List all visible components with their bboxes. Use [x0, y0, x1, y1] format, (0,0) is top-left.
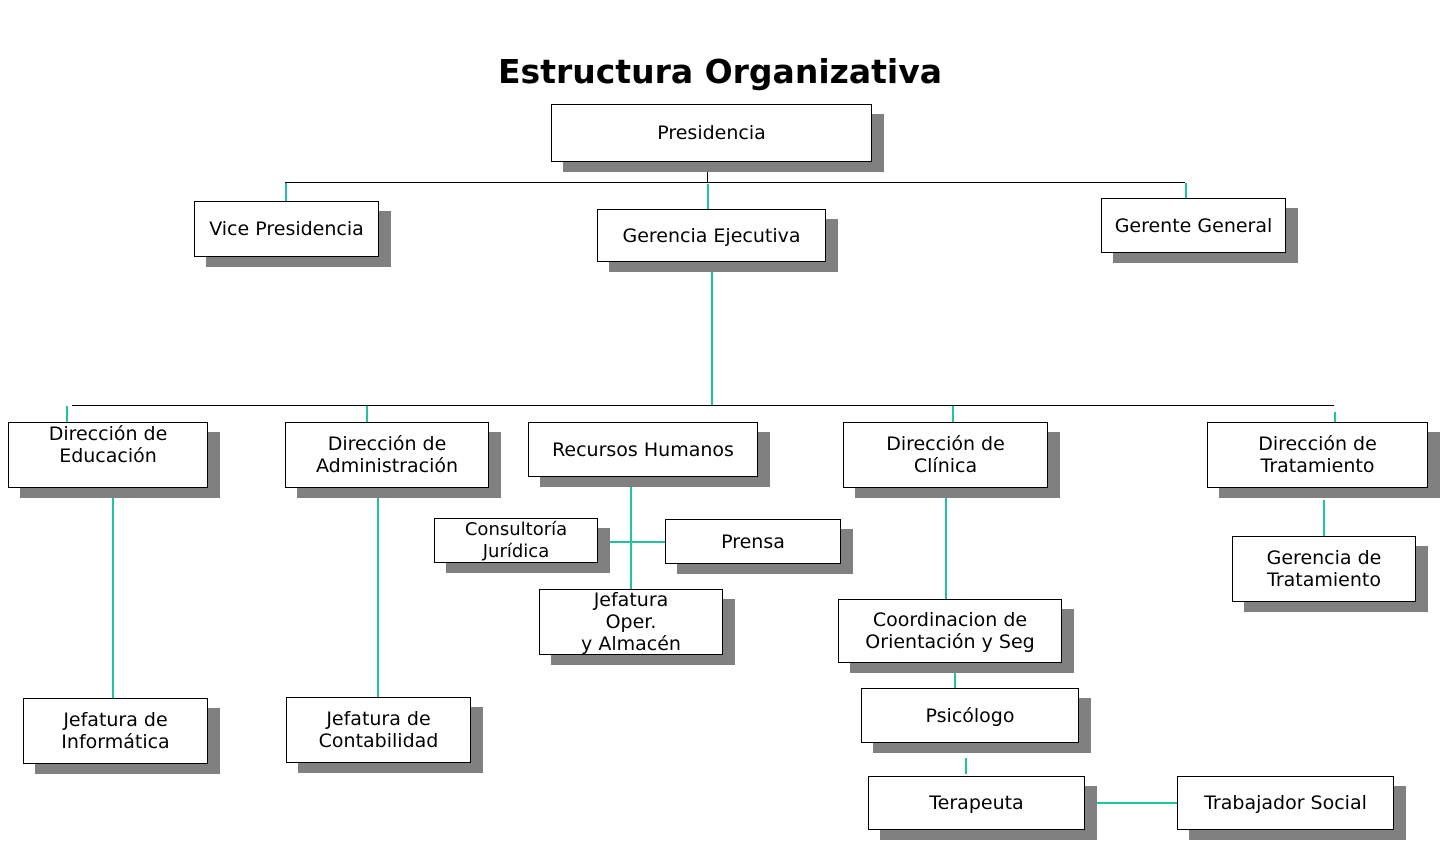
node-label: Presidencia: [657, 122, 766, 144]
connector-line: [285, 183, 287, 201]
node-label: Terapeuta: [929, 792, 1024, 814]
connector-line: [72, 405, 1334, 406]
connector-line: [1185, 183, 1187, 198]
node-label: Dirección de Tratamiento: [1258, 433, 1377, 477]
node-label: Gerencia de Tratamiento: [1266, 547, 1382, 591]
node-label: Gerencia Ejecutiva: [622, 224, 801, 247]
connector-line: [630, 477, 632, 589]
node-label: Dirección de Educación: [48, 423, 168, 467]
connector-line: [285, 182, 1185, 183]
node-label: Dirección de Administración: [315, 433, 459, 477]
connector-line: [707, 162, 708, 183]
node-label: Psicólogo: [925, 704, 1015, 727]
connector-line: [377, 498, 379, 697]
node-vice-presidencia: Vice Presidencia: [194, 201, 391, 267]
connector-line: [965, 758, 967, 774]
connector-line: [954, 672, 956, 688]
node-prensa: Prensa: [665, 519, 853, 574]
node-trabajador-social: Trabajador Social: [1177, 776, 1406, 840]
node-label: Jefatura de Contabilidad: [318, 708, 439, 752]
node-direccion-clinica: Dirección de Clínica: [843, 422, 1060, 498]
node-terapeuta: Terapeuta: [868, 776, 1097, 840]
node-gerencia-ejecutiva: Gerencia Ejecutiva: [597, 209, 838, 272]
node-label: Dirección de Clínica: [886, 433, 1005, 477]
node-gerencia-tratamiento: Gerencia de Tratamiento: [1232, 536, 1428, 612]
node-consultoria-juridica: Consultoría Jurídica: [434, 518, 610, 573]
node-label: Gerente General: [1114, 214, 1273, 237]
chart-title: Estructura Organizativa: [498, 52, 942, 91]
node-psicologo: Psicólogo: [861, 688, 1091, 753]
node-label: Recursos Humanos: [552, 438, 734, 461]
node-direccion-administracion: Dirección de Administración: [285, 422, 501, 498]
node-coordinacion-orientacion: Coordinacion de Orientación y Seg: [838, 599, 1074, 673]
node-label: Trabajador Social: [1204, 792, 1367, 814]
connector-line: [945, 487, 947, 599]
node-label: Jefatura de Informática: [61, 709, 170, 753]
connector-line: [1085, 802, 1177, 804]
node-jefatura-contabilidad: Jefatura de Contabilidad: [286, 697, 483, 773]
connector-line: [707, 184, 709, 209]
node-label: Vice Presidencia: [209, 218, 364, 240]
node-jefatura-oper-almacen: Jefatura Oper. y Almacén: [539, 589, 735, 665]
connector-line: [597, 541, 665, 543]
node-presidencia: Presidencia: [551, 104, 884, 172]
node-label: Coordinacion de Orientación y Seg: [865, 609, 1035, 653]
node-direccion-tratamiento: Dirección de Tratamiento: [1207, 422, 1440, 498]
connector-line: [366, 406, 368, 422]
node-recursos-humanos: Recursos Humanos: [528, 422, 770, 487]
connector-line: [952, 406, 954, 422]
node-label: Jefatura Oper. y Almacén: [581, 589, 681, 655]
node-gerente-general: Gerente General: [1101, 198, 1298, 263]
node-jefatura-informatica: Jefatura de Informática: [23, 698, 220, 774]
node-label: Consultoría Jurídica: [464, 518, 568, 562]
connector-line: [711, 262, 713, 406]
node-label: Prensa: [721, 530, 785, 553]
connector-line: [1334, 412, 1336, 422]
node-direccion-educacion: Dirección de Educación: [8, 422, 220, 498]
connector-line: [66, 406, 68, 422]
connector-line: [1323, 500, 1325, 536]
connector-line: [112, 498, 114, 698]
